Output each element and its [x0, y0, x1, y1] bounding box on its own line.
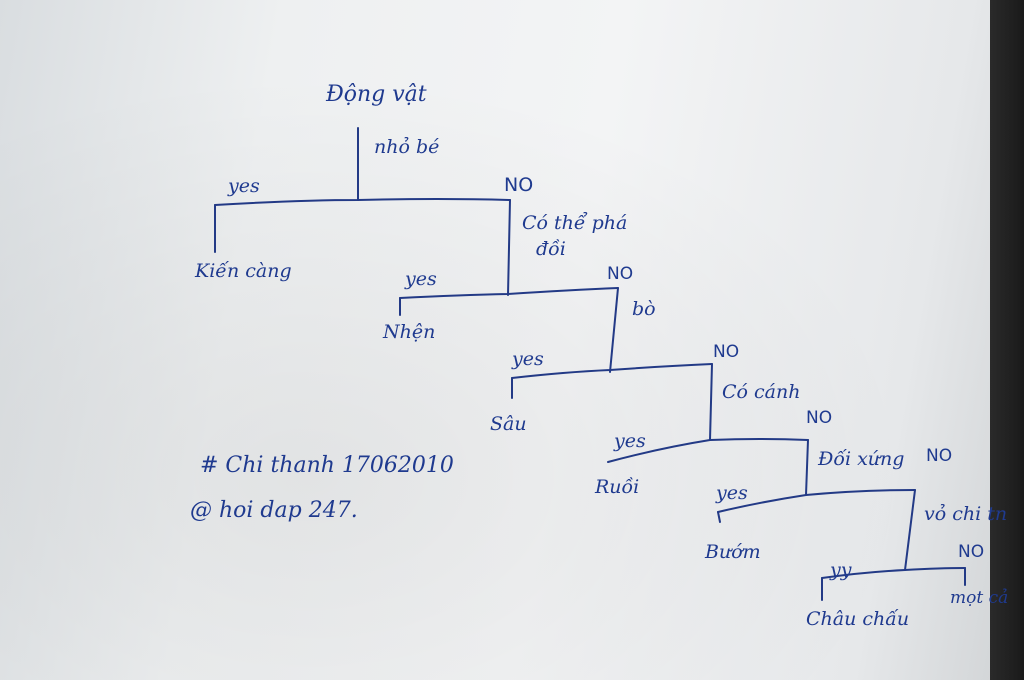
leaf-2-label: Nhện [383, 321, 436, 343]
question-5-label: Đối xứng [818, 448, 905, 470]
root-label: Động vật [326, 82, 427, 107]
signature-line-2: @ hoi dap 247. [190, 498, 358, 523]
branch-2-horizontal [399, 287, 619, 299]
answer-no-6: NO [958, 542, 985, 562]
branch-3-right-drop [709, 363, 713, 441]
question-3-label: bò [632, 298, 656, 320]
leaf-7-label: mọt cả [950, 588, 1009, 608]
question-6-label: vỏ chi tn [924, 503, 1008, 525]
answer-yes-2: yes [405, 268, 437, 290]
signature-line-1: # Chi thanh 17062010 [200, 453, 454, 478]
leaf-6-label: Châu chấu [806, 608, 910, 630]
branch-5-right-drop [904, 489, 916, 571]
leaf-1-label: Kiến càng [195, 260, 292, 282]
branch-3-horizontal [511, 363, 713, 379]
branch-5-horizontal [717, 489, 916, 513]
question-2-label-line2: đồi [536, 238, 566, 260]
answer-no-2: NO [607, 264, 634, 284]
branch-1-right-drop [507, 199, 511, 296]
answer-no-4: NO [806, 408, 833, 428]
question-1-label: nhỏ bé [374, 136, 440, 158]
branch-4-horizontal [607, 438, 809, 463]
leaf-4-label: Ruồi [595, 476, 640, 498]
branch-4-right-drop [805, 439, 809, 496]
answer-no-3: NO [713, 342, 740, 362]
answer-yes-1: yes [228, 175, 260, 197]
answer-yes-5: yes [716, 482, 748, 504]
leaf-3-label: Sâu [490, 413, 527, 435]
answer-no-1: NO [504, 174, 534, 196]
branch-1-horizontal [214, 198, 511, 206]
question-2-label-line1: Có thể phá [522, 212, 628, 234]
leaf-5-label: Bướm [705, 541, 761, 563]
branch-2-right-drop [609, 287, 619, 373]
question-4-label: Có cánh [722, 381, 801, 403]
branch-6-horizontal [821, 567, 966, 579]
answer-yes-6: yy [830, 559, 852, 581]
answer-no-5: NO [926, 446, 953, 466]
answer-yes-3: yes [512, 348, 544, 370]
answer-yes-4: yes [614, 430, 646, 452]
table-edge [990, 0, 1024, 680]
branch-5-left-drop [717, 511, 721, 523]
